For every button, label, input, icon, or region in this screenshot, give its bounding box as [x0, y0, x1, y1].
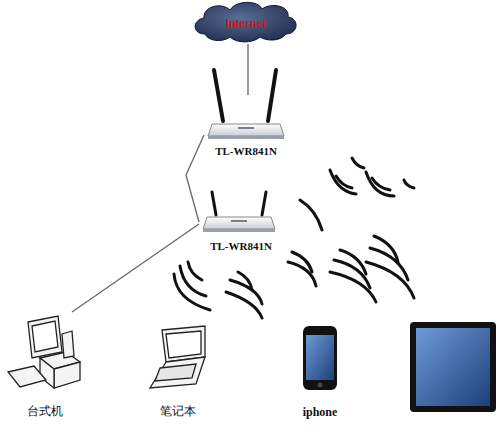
cable-line	[186, 135, 204, 222]
internet-cloud	[195, 2, 296, 42]
cable-line	[72, 224, 199, 312]
device-node: 笔记本	[142, 320, 214, 420]
node-label: Internet	[226, 17, 266, 29]
router-node: TL-WR841N	[204, 95, 288, 157]
device-node: 台式机	[4, 312, 86, 420]
cloud-node: Internet	[195, 2, 297, 44]
node-label: 笔记本	[160, 403, 196, 420]
node-label: iphone	[303, 405, 338, 420]
desktop-computer	[8, 316, 80, 388]
node-label: TL-WR841N	[215, 145, 277, 157]
router-node: TL-WR841N	[199, 190, 283, 252]
ipad-device	[410, 322, 496, 412]
node-label: TL-WR841N	[210, 240, 272, 252]
cable-line	[247, 44, 248, 95]
node-label: 台式机	[27, 403, 63, 420]
router-icon	[203, 192, 275, 232]
router-icon	[208, 70, 284, 139]
laptop-computer	[150, 326, 205, 388]
iphone-device	[303, 326, 337, 390]
device-node: iphone	[292, 320, 348, 420]
wireless-waves	[174, 158, 414, 318]
